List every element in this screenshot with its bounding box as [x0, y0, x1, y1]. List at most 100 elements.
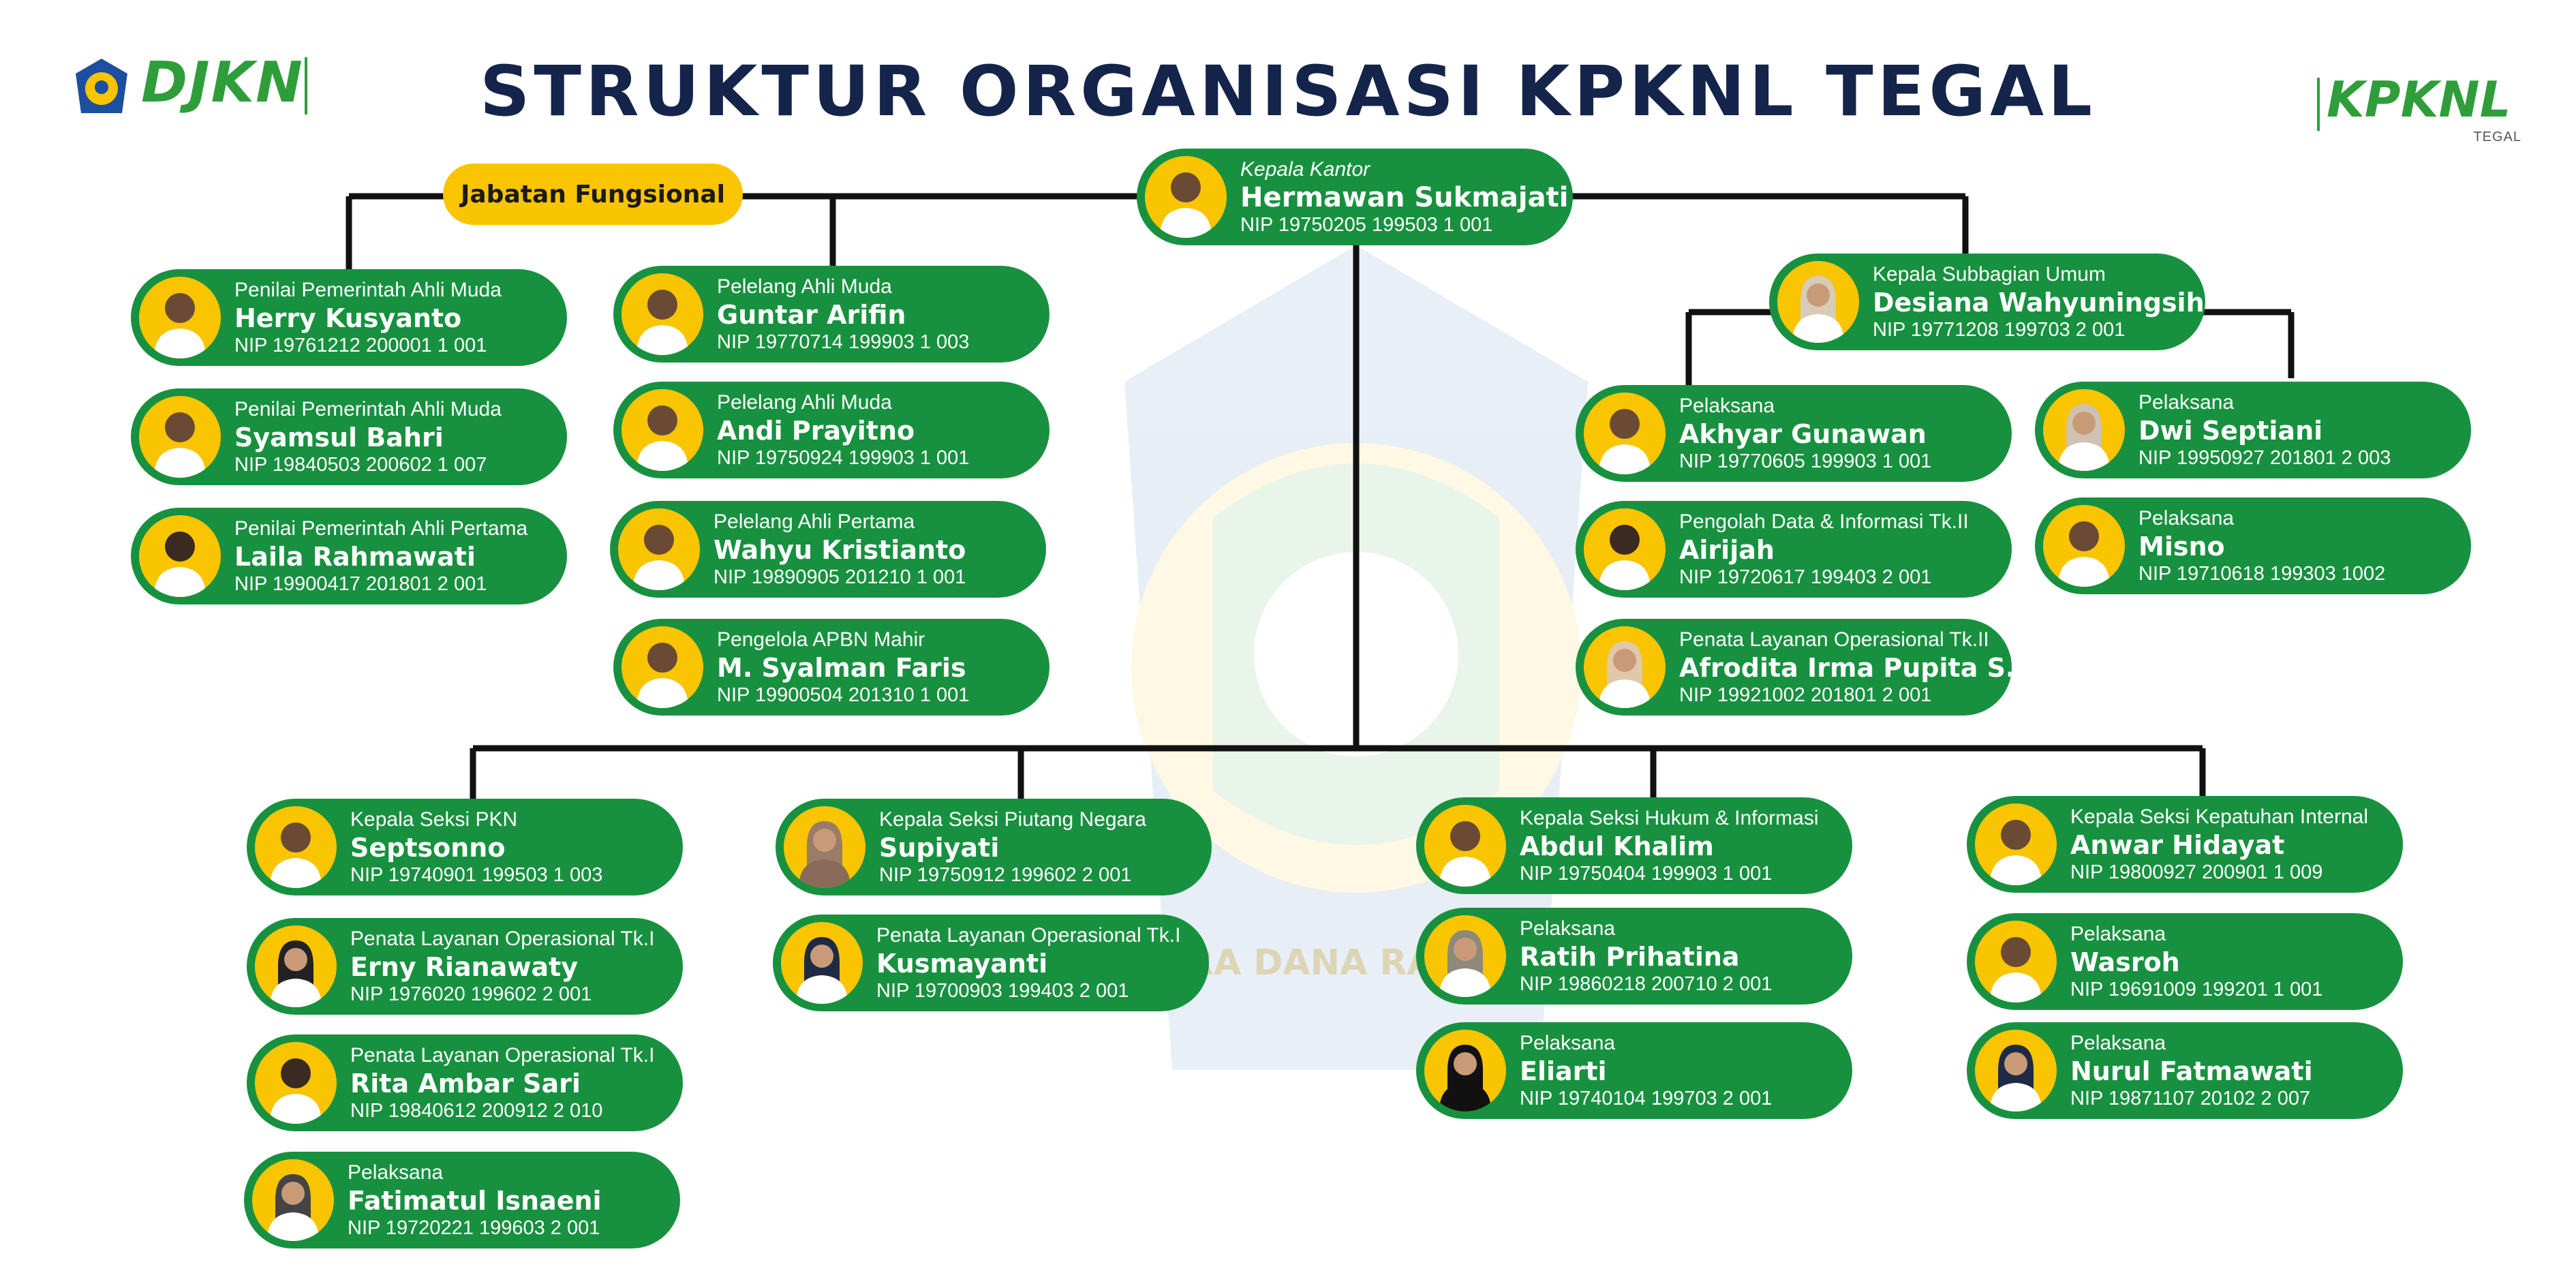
- person-icon: [270, 823, 322, 888]
- card-seksi-kepatuhan-2: Pelaksana Wasroh NIP 19691009 199201 1 0…: [1967, 913, 2403, 1010]
- card-role: Pelaksana: [2070, 1032, 2166, 1054]
- card-role: Pelelang Ahli Muda: [717, 391, 892, 414]
- avatar: [622, 273, 703, 355]
- person-icon: [2058, 404, 2110, 471]
- card-seksi-piutang-1: Kepala Seksi Piutang Negara Supiyati NIP…: [776, 799, 1212, 895]
- card-name: Abdul Khalim: [1520, 831, 1714, 861]
- card-role: Pelaksana: [1679, 395, 1775, 417]
- card-pelelang-2: Pelelang Ahli Muda Andi Prayitno NIP 197…: [613, 382, 1049, 478]
- card-role: Pelaksana: [1520, 1032, 1616, 1054]
- card-name: Fatimatul Isnaeni: [348, 1186, 602, 1216]
- card-nip: NIP 19800927 200901 1 009: [2070, 861, 2323, 883]
- avatar: [139, 277, 221, 358]
- card-role: Pelaksana: [348, 1161, 444, 1184]
- card-nip: NIP 19840503 200602 1 007: [234, 454, 487, 476]
- avatar: [255, 1042, 337, 1124]
- card-nip: NIP 19950927 201801 2 003: [2138, 447, 2391, 469]
- card-nip: NIP 19900417 201801 2 001: [234, 573, 487, 595]
- person-icon: [154, 412, 206, 478]
- card-nip: NIP 19691009 199201 1 001: [2070, 979, 2323, 1000]
- person-icon: [799, 821, 850, 888]
- card-nip: NIP 19860218 200710 2 001: [1520, 973, 1773, 995]
- card-subbag-left-1: Pelaksana Akhyar Gunawan NIP 19770605 19…: [1576, 385, 2012, 482]
- person-icon: [270, 1058, 322, 1124]
- card-penilai-2: Penilai Pemerintah Ahli Muda Syamsul Bah…: [131, 388, 567, 485]
- card-name: Guntar Arifin: [717, 300, 906, 330]
- avatar: [622, 626, 703, 708]
- card-nip: NIP 19700903 199403 2 001: [876, 980, 1129, 1002]
- card-penilai-3: Penilai Pemerintah Ahli Pertama Laila Ra…: [131, 508, 567, 604]
- card-subbag-right-2: Pelaksana Misno NIP 19710618 199303 1002: [2035, 497, 2471, 594]
- card-role: Penata Layanan Operasional Tk.II: [1679, 628, 1989, 651]
- avatar: [1975, 921, 2057, 1002]
- card-nip: NIP 19770605 199903 1 001: [1679, 450, 1932, 472]
- person-icon: [1439, 821, 1491, 887]
- avatar: [1424, 1030, 1506, 1111]
- card-name: Laila Rahmawati: [234, 542, 476, 572]
- card-name: Anwar Hidayat: [2070, 830, 2285, 860]
- card-name: Misno: [2138, 532, 2225, 562]
- person-icon: [1990, 1045, 2042, 1111]
- card-name: Herry Kusyanto: [234, 303, 462, 333]
- logo-divider: [305, 57, 307, 114]
- card-name: Afrodita Irma Pupita S.: [1679, 653, 2012, 683]
- card-nip: NIP 19890905 201210 1 001: [714, 566, 966, 588]
- person-icon: [637, 290, 688, 355]
- logo-divider: [2317, 78, 2320, 131]
- avatar: [622, 389, 703, 471]
- card-seksi-pkn-4: Pelaksana Fatimatul Isnaeni NIP 19720221…: [244, 1152, 680, 1248]
- card-name: Erny Rianawaty: [350, 952, 579, 982]
- person-icon: [633, 525, 685, 590]
- avatar: [1584, 626, 1666, 708]
- person-icon: [267, 1174, 319, 1241]
- card-name: Airijah: [1679, 535, 1775, 565]
- card-pelelang-4: Pengelola APBN Mahir M. Syalman Faris NI…: [613, 619, 1049, 716]
- kemenkeu-emblem-icon: [76, 59, 127, 113]
- card-role: Pelaksana: [2138, 391, 2235, 414]
- card-name: Akhyar Gunawan: [1679, 419, 1927, 449]
- card-pelelang-3: Pelelang Ahli Pertama Wahyu Kristianto N…: [610, 501, 1046, 598]
- avatar: [784, 806, 865, 888]
- card-role: Penilai Pemerintah Ahli Pertama: [234, 517, 528, 540]
- avatar: [1145, 156, 1227, 238]
- card-seksi-pkn-1: Kepala Seksi PKN Septsonno NIP 19740901 …: [247, 799, 683, 895]
- card-nip: NIP 19750404 199903 1 001: [1520, 863, 1773, 885]
- avatar: [139, 396, 221, 478]
- card-role: Penilai Pemerintah Ahli Muda: [234, 398, 502, 420]
- card-seksi-kepatuhan-3: Pelaksana Nurul Fatmawati NIP 19871107 2…: [1967, 1022, 2403, 1119]
- person-icon: [1160, 172, 1212, 238]
- card-seksi-hukum-2: Pelaksana Ratih Prihatina NIP 19860218 2…: [1416, 908, 1852, 1005]
- card-role: Kepala Seksi Kepatuhan Internal: [2070, 806, 2368, 828]
- card-name: Dwi Septiani: [2138, 416, 2323, 446]
- card-nip: NIP 19750205 199503 1 001: [1240, 214, 1493, 236]
- card-role: Pelaksana: [2070, 923, 2166, 945]
- avatar: [1975, 1030, 2057, 1111]
- person-icon: [1439, 1045, 1491, 1111]
- card-nip: NIP 19720617 199403 2 001: [1679, 566, 1932, 588]
- card-name: Septsonno: [350, 833, 506, 863]
- card-seksi-hukum-1: Kepala Seksi Hukum & Informasi Abdul Kha…: [1416, 797, 1852, 894]
- person-icon: [637, 405, 688, 471]
- card-nip: NIP 19750912 199602 2 001: [879, 864, 1132, 886]
- person-icon: [637, 643, 688, 708]
- card-name: Kusmayanti: [876, 949, 1048, 979]
- avatar: [139, 515, 221, 597]
- card-role: Pengolah Data & Informasi Tk.II: [1679, 510, 1969, 533]
- card-name: Wasroh: [2070, 947, 2180, 977]
- card-name: Eliarti: [1520, 1056, 1607, 1086]
- kpknl-brand: KPKNL: [2327, 71, 2511, 128]
- card-nip: NIP 19740104 199703 2 001: [1520, 1088, 1773, 1109]
- person-icon: [1439, 930, 1491, 997]
- card-role: Penilai Pemerintah Ahli Muda: [234, 279, 502, 301]
- person-icon: [1990, 937, 2042, 1002]
- card-nip: NIP 19900504 201310 1 001: [717, 684, 970, 706]
- avatar: [255, 925, 337, 1007]
- person-icon: [270, 940, 322, 1007]
- avatar: [252, 1159, 334, 1241]
- person-icon: [2058, 521, 2110, 587]
- card-nip: NIP 19770714 199903 1 003: [717, 331, 970, 353]
- person-icon: [154, 532, 206, 597]
- djkn-logo: DJKN: [72, 50, 317, 121]
- avatar: [1424, 915, 1506, 997]
- card-name: Rita Ambar Sari: [350, 1069, 581, 1099]
